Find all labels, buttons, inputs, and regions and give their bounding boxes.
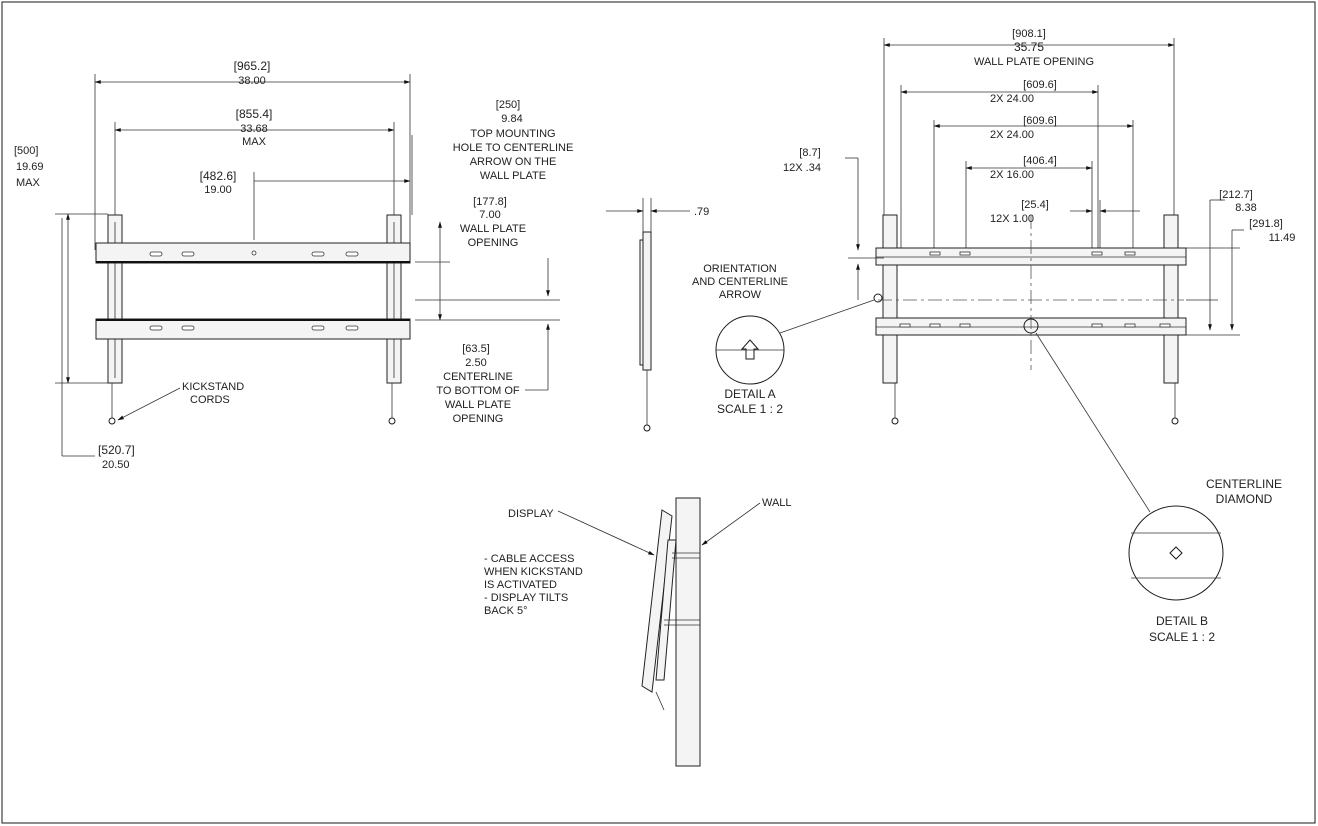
rear-d2-mm: [609.6]	[1023, 115, 1057, 127]
dim-overall-in: 38.00	[238, 75, 266, 87]
rear-d1-mm: [609.6]	[1023, 79, 1057, 91]
tilt-note-1: - CABLE ACCESS	[484, 553, 574, 565]
cl-bottom-l3: WALL PLATE	[445, 399, 511, 411]
dim-height-in: 19.69	[16, 161, 44, 173]
detail-b-call-2: DIAMOND	[1216, 492, 1273, 506]
cl-bottom-l1: CENTERLINE	[443, 371, 513, 383]
opening-l2: OPENING	[468, 237, 519, 249]
rear-hole-mm: [8.7]	[799, 147, 820, 159]
dim-max-label: MAX	[242, 136, 267, 148]
rear-wpo-mm: [908.1]	[1012, 28, 1046, 40]
rear-d3-in: 2X 16.00	[990, 169, 1034, 181]
detail-a-title: DETAIL A	[724, 387, 775, 401]
rear-d3-mm: [406.4]	[1023, 155, 1057, 167]
top-hole-l4: WALL PLATE	[480, 170, 546, 182]
detail-b-scale: SCALE 1 : 2	[1149, 630, 1215, 644]
detail-b	[1035, 332, 1224, 601]
opening-l1: WALL PLATE	[460, 223, 526, 235]
detail-a	[715, 299, 875, 385]
dim-height-label: MAX	[16, 177, 41, 189]
top-hole-l3: ARROW ON THE	[470, 156, 557, 168]
tilt-note-2: WHEN KICKSTAND	[484, 566, 583, 578]
dim-half-mm: [482.6]	[200, 169, 237, 183]
total-height-in: 20.50	[102, 459, 130, 471]
top-hole-l2: HOLE TO CENTERLINE	[453, 142, 574, 154]
tilt-note-5: BACK 5°	[484, 605, 528, 617]
detail-b-title: DETAIL B	[1156, 614, 1208, 628]
tilt-view	[557, 497, 761, 767]
top-hole-in: 9.84	[501, 113, 522, 125]
rear-wpo-label: WALL PLATE OPENING	[974, 56, 1094, 68]
dim-half-in: 19.00	[204, 184, 232, 196]
cl-bottom-mm: [63.5]	[462, 343, 490, 355]
front-view	[55, 74, 560, 457]
dim-max-in: 33.68	[240, 123, 268, 135]
dim-overall-mm: [965.2]	[234, 59, 271, 73]
rear-d4-in: 12X 1.00	[990, 213, 1034, 225]
detail-a-scale: SCALE 1 : 2	[717, 402, 783, 416]
detail-a-call-1: ORIENTATION	[703, 263, 777, 275]
kickstand-l2: CORDS	[190, 394, 230, 406]
dim-max-mm: [855.4]	[236, 107, 273, 121]
side-depth: .79	[694, 206, 709, 218]
side-view	[606, 198, 690, 432]
rear-r2-mm: [291.8]	[1249, 218, 1283, 230]
cl-bottom-in: 2.50	[465, 357, 486, 369]
detail-b-call-1: CENTERLINE	[1206, 477, 1282, 491]
top-hole-mm: [250]	[496, 99, 520, 111]
top-hole-l1: TOP MOUNTING	[470, 128, 555, 140]
cl-bottom-l4: OPENING	[453, 413, 504, 425]
total-height-mm: [520.7]	[98, 443, 135, 457]
kickstand-l1: KICKSTAND	[182, 381, 244, 393]
tilt-note-4: - DISPLAY TILTS	[484, 592, 568, 604]
rear-wpo-in: 35.75	[1014, 40, 1044, 54]
opening-in: 7.00	[479, 209, 500, 221]
tilt-note-3: IS ACTIVATED	[484, 579, 557, 591]
opening-mm: [177.8]	[473, 196, 507, 208]
rear-d4-mm: [25.4]	[1021, 199, 1049, 211]
rear-view	[845, 38, 1244, 425]
rear-d2-in: 2X 24.00	[990, 129, 1034, 141]
detail-a-call-2: AND CENTERLINE	[692, 276, 788, 288]
rear-r2-in: 11.49	[1269, 232, 1296, 244]
tilt-wall-label: WALL	[762, 497, 792, 509]
cl-bottom-l2: TO BOTTOM OF	[436, 385, 520, 397]
rear-r1-mm: [212.7]	[1219, 189, 1253, 201]
detail-a-call-3: ARROW	[719, 289, 762, 301]
rear-d1-in: 2X 24.00	[990, 93, 1034, 105]
rear-r1-in: 8.38	[1235, 202, 1256, 214]
tilt-display-label: DISPLAY	[508, 508, 554, 520]
rear-hole-in: 12X .34	[783, 162, 821, 174]
dim-height-mm: [500]	[14, 145, 38, 157]
